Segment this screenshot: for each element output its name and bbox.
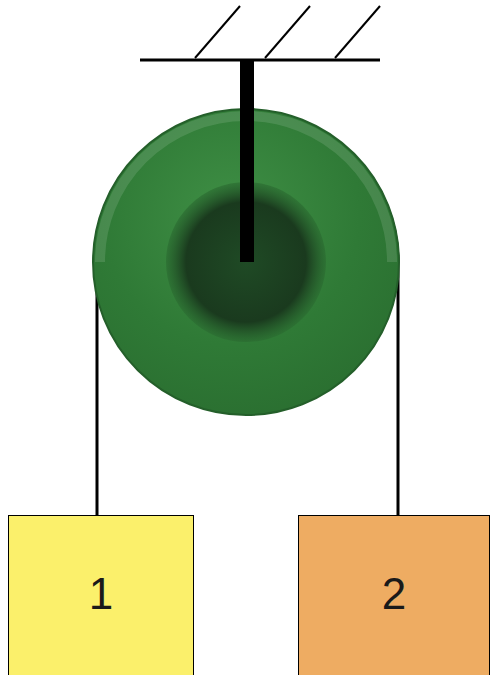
- mass-block: 1: [8, 515, 194, 675]
- mass-label: 1: [89, 572, 113, 616]
- ceiling: [140, 6, 380, 60]
- mass-label: 2: [382, 572, 406, 616]
- mass-block: 2: [298, 515, 490, 675]
- pulley-rod: [240, 60, 254, 262]
